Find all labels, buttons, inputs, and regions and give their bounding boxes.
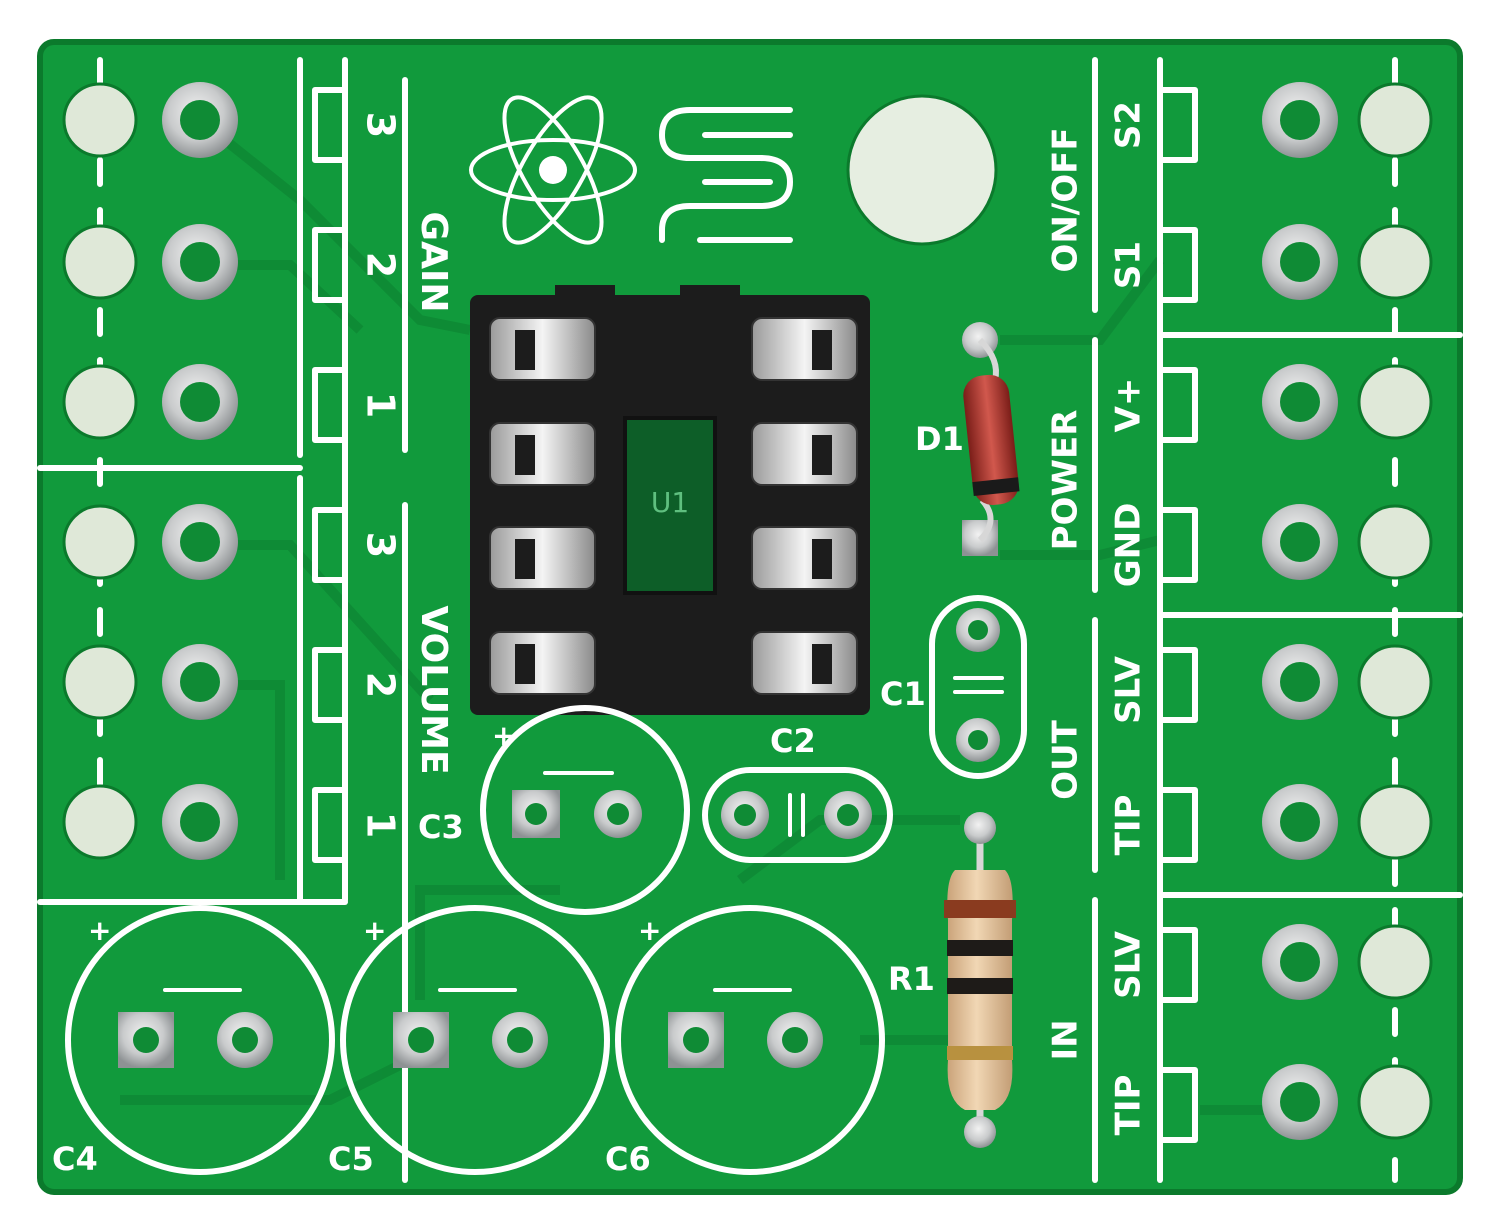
capacitor-c6: + C6	[605, 905, 885, 1178]
volume-label: VOLUME	[413, 605, 454, 774]
s2-label: S2	[1109, 101, 1149, 149]
c3-label: C3	[418, 808, 464, 846]
out-label: OUT	[1046, 719, 1086, 800]
gain-pin-3: 3	[359, 112, 403, 138]
s-wave-logo-icon	[659, 107, 793, 243]
v-plus-label: V+	[1109, 378, 1149, 433]
volume-pin-2: 2	[359, 672, 403, 698]
c6-plus-icon: +	[638, 914, 661, 947]
gnd-label: GND	[1109, 503, 1149, 588]
silkscreen	[37, 57, 1463, 1183]
c1-label: C1	[880, 675, 926, 713]
capacitor-c5: + C5	[328, 905, 610, 1178]
resistor-r1: R1	[888, 812, 1016, 1148]
right-edge-holes	[1357, 82, 1433, 1140]
r1-label: R1	[888, 960, 935, 998]
u1-label: U1	[651, 486, 689, 519]
diode-d1: D1	[915, 322, 1020, 556]
d1-label: D1	[915, 420, 964, 458]
in-tip-label: TIP	[1109, 1075, 1149, 1136]
c6-label: C6	[605, 1140, 651, 1178]
out-slv-label: SLV	[1109, 655, 1149, 723]
c5-label: C5	[328, 1140, 374, 1178]
in-label: IN	[1046, 1019, 1086, 1060]
on-off-label: ON/OFF	[1046, 127, 1086, 272]
s1-label: S1	[1109, 241, 1149, 289]
volume-pin-3: 3	[359, 532, 403, 558]
capacitor-c3: + C3	[418, 705, 690, 915]
right-labels: S2 S1 ON/OFF V+ GND POWER SLV TIP OUT SL…	[1046, 101, 1149, 1135]
power-label: POWER	[1046, 410, 1086, 551]
c4-label: C4	[52, 1140, 98, 1178]
right-pin-tabs	[1157, 87, 1198, 1143]
c2-label: C2	[770, 722, 816, 760]
capacitor-c4: + C4	[52, 905, 335, 1178]
gain-pin-1: 1	[359, 392, 403, 418]
left-labels: 3 2 1 GAIN 3 2 1 VOLUME	[359, 112, 455, 838]
ic-socket-u1: U1	[470, 285, 870, 715]
right-pads	[1262, 82, 1338, 1140]
mounting-hole-icon	[846, 94, 998, 246]
capacitor-c2: C2	[702, 722, 893, 863]
left-pads	[162, 82, 238, 860]
atom-logo-icon	[469, 95, 637, 245]
c4-plus-icon: +	[88, 914, 111, 947]
in-slv-label: SLV	[1109, 930, 1149, 998]
volume-pin-1: 1	[359, 812, 403, 838]
c3-plus-icon: +	[492, 719, 515, 752]
out-tip-label: TIP	[1109, 795, 1149, 856]
gain-pin-2: 2	[359, 252, 403, 278]
c5-plus-icon: +	[363, 914, 386, 947]
left-edge-holes	[62, 82, 138, 860]
left-pin-tabs	[312, 87, 348, 863]
capacitor-c1: C1	[880, 595, 1027, 779]
gain-label: GAIN	[413, 212, 454, 313]
